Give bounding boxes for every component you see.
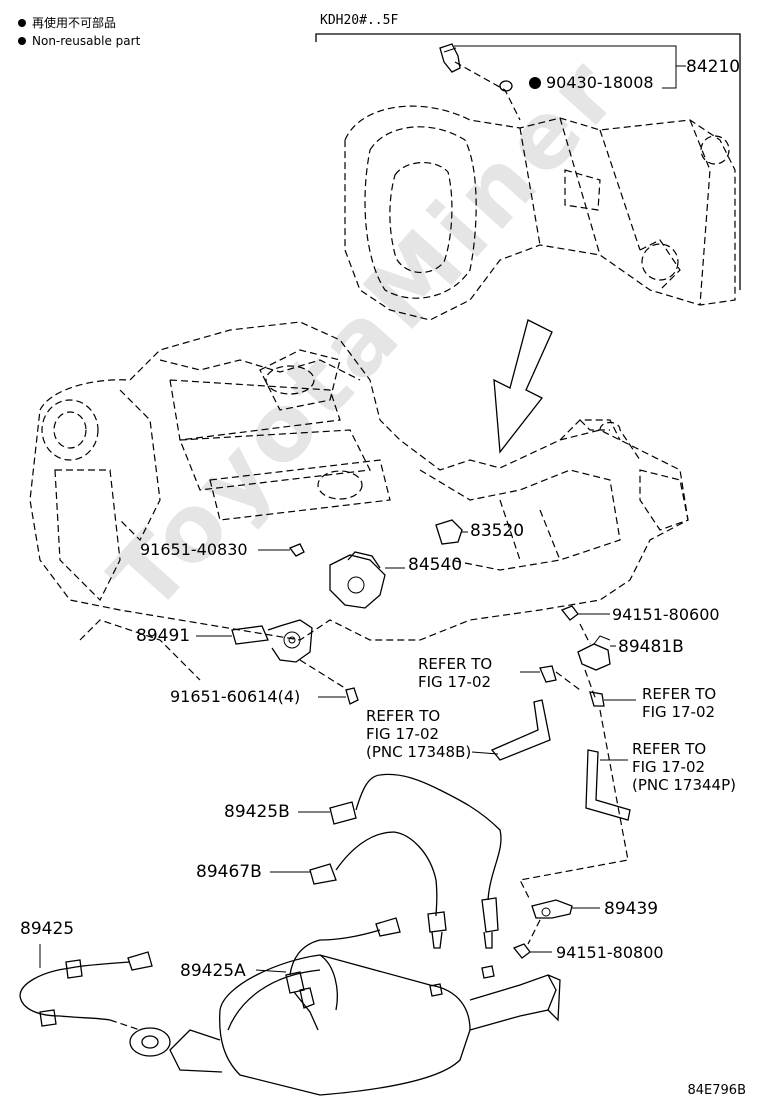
part-83520[interactable]: 83520 <box>470 521 525 541</box>
legend: 再使用不可部品 Non-reusable part <box>18 14 140 50</box>
part-89425A[interactable]: 89425A <box>180 961 246 981</box>
sensor-89467B-drawing <box>270 831 447 949</box>
refer-note-4[interactable]: REFER TO FIG 17-02 (PNC 17344P) <box>632 740 736 794</box>
sensor-89425B-drawing <box>298 773 502 949</box>
figure-code: 84E796B <box>687 1083 747 1098</box>
sensor-83520-drawing <box>435 519 468 545</box>
part-91651-60614[interactable]: 91651-60614(4) <box>170 687 301 706</box>
hose-clips-drawing <box>471 605 636 901</box>
part-89481B[interactable]: 89481B <box>618 637 684 657</box>
refer-line: FIG 17-02 <box>642 703 716 721</box>
refer-line: REFER TO <box>366 707 441 725</box>
engine-drawing <box>29 321 689 681</box>
part-89425B[interactable]: 89425B <box>224 802 290 822</box>
sensor-84210-drawing <box>439 43 686 121</box>
transmission-drawing <box>344 105 736 321</box>
part-89439[interactable]: 89439 <box>604 899 659 919</box>
bullet-icon <box>18 19 26 27</box>
refer-line: REFER TO <box>632 740 707 758</box>
sensor-89425A-drawing <box>255 917 401 1031</box>
non-reusable-dot <box>529 77 541 89</box>
part-89491[interactable]: 89491 <box>136 626 191 646</box>
part-94151-80800[interactable]: 94151-80800 <box>556 943 664 962</box>
refer-line: (PNC 17344P) <box>632 776 736 794</box>
variant-label: KDH20#..5F <box>320 13 399 28</box>
refer-line: FIG 17-02 <box>418 673 492 691</box>
switch-84540-drawing <box>258 543 405 609</box>
bracket-89439-drawing <box>512 899 600 959</box>
variant-bracket <box>315 33 741 290</box>
sensor-89491-drawing <box>196 619 359 705</box>
refer-note-2[interactable]: REFER TO FIG 17-02 <box>642 685 716 721</box>
part-89425[interactable]: 89425 <box>20 919 75 939</box>
part-94151-80600[interactable]: 94151-80600 <box>612 605 720 624</box>
refer-note-3[interactable]: REFER TO FIG 17-02 (PNC 17348B) <box>366 707 471 761</box>
part-91651-40830[interactable]: 91651-40830 <box>140 540 248 559</box>
part-89467B[interactable]: 89467B <box>196 862 262 882</box>
refer-line: FIG 17-02 <box>632 758 706 776</box>
legend-japanese: 再使用不可部品 <box>32 16 117 30</box>
part-90430-18008[interactable]: 90430-18008 <box>546 73 654 92</box>
refer-line: (PNC 17348B) <box>366 743 472 761</box>
sensor-89425-drawing <box>19 944 153 1031</box>
refer-line: FIG 17-02 <box>366 725 440 743</box>
part-84210[interactable]: 84210 <box>686 57 741 77</box>
legend-english: Non-reusable part <box>32 34 141 48</box>
refer-line: REFER TO <box>418 655 493 673</box>
part-84540[interactable]: 84540 <box>408 555 463 575</box>
assembly-arrow <box>493 319 553 454</box>
refer-note-1[interactable]: REFER TO FIG 17-02 <box>418 655 492 691</box>
bullet-icon <box>18 37 26 45</box>
exhaust-converter-drawing <box>129 954 561 1096</box>
refer-line: REFER TO <box>642 685 717 703</box>
